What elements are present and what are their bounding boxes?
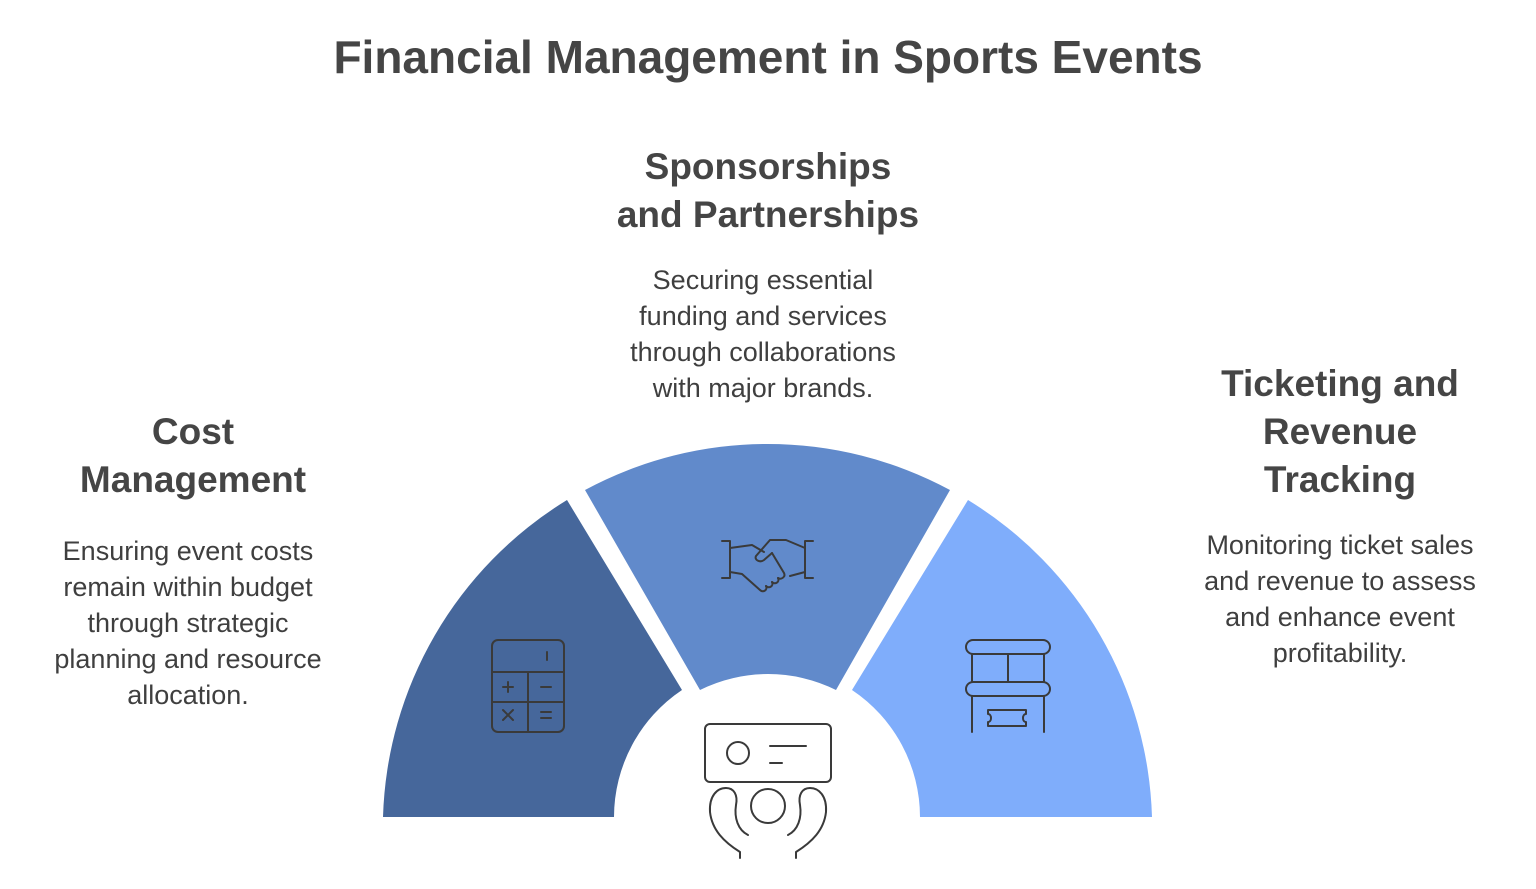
- description-line: Securing essential: [652, 265, 874, 295]
- description-line: and enhance event: [1225, 602, 1455, 632]
- heading-line: Sponsorships: [644, 146, 892, 187]
- ticketing-heading: Ticketing and Revenue Tracking: [1150, 360, 1530, 504]
- description-line: remain within budget: [63, 572, 313, 602]
- page-title: Financial Management in Sports Events: [333, 31, 1203, 83]
- heading-line: Revenue: [1262, 411, 1418, 452]
- heading-line: Management: [79, 459, 307, 500]
- description-line: with major brands.: [652, 373, 874, 403]
- description-line: funding and services: [639, 301, 887, 331]
- heading-line: Ticketing and: [1221, 363, 1459, 404]
- ticketing-description: Monitoring ticket sales and revenue to a…: [1150, 527, 1530, 671]
- description-line: and revenue to assess: [1204, 566, 1476, 596]
- description-line: through strategic: [87, 608, 289, 638]
- heading-line: and Partnerships: [616, 194, 920, 235]
- calculator-icon: [491, 639, 565, 733]
- sponsorships-heading: Sponsorships and Partnerships: [548, 143, 988, 239]
- description-line: planning and resource: [54, 644, 322, 674]
- description-line: through collaborations: [630, 337, 896, 367]
- financial-manager-icon: [704, 723, 832, 859]
- ticket-booth-icon: [965, 639, 1051, 733]
- cost-management-segment: [383, 500, 682, 817]
- sponsorships-segment: [585, 443, 950, 690]
- description-line: Monitoring ticket sales: [1206, 530, 1474, 560]
- handshake-icon: [721, 539, 814, 593]
- description-line: profitability.: [1272, 638, 1408, 668]
- cost-management-heading: Cost Management: [0, 408, 386, 504]
- heading-line: Cost: [151, 411, 235, 452]
- cost-management-description: Ensuring event costs remain within budge…: [0, 533, 376, 713]
- description-line: allocation.: [127, 680, 249, 710]
- description-line: Ensuring event costs: [62, 536, 314, 566]
- sponsorships-description: Securing essential funding and services …: [563, 262, 963, 406]
- heading-line: Tracking: [1263, 459, 1417, 500]
- ticketing-segment: [852, 500, 1152, 817]
